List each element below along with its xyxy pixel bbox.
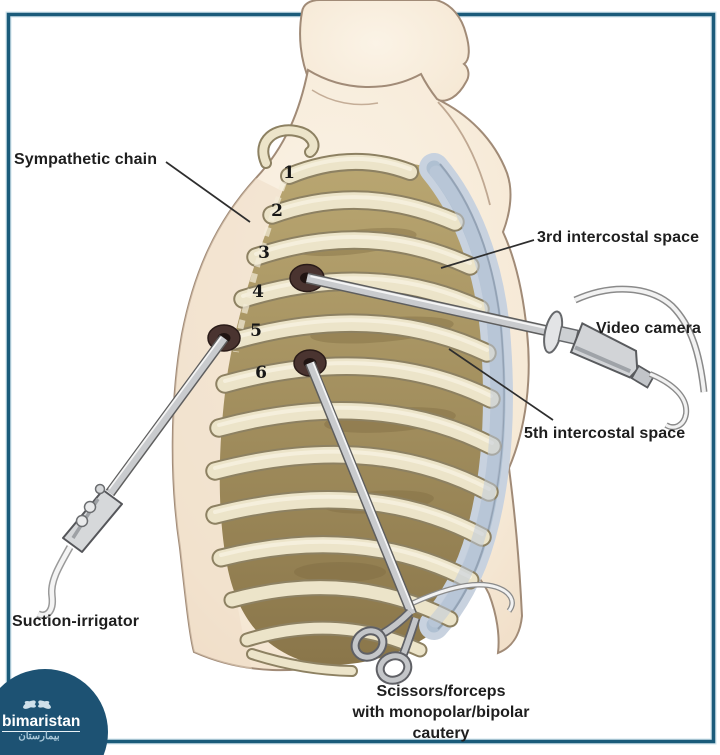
label-video-camera: Video camera — [596, 320, 701, 337]
label-scissors-forceps: Scissors/forceps with monopolar/bipolar … — [341, 682, 541, 744]
label-3rd-intercostal-space: 3rd intercostal space — [537, 229, 700, 246]
suction-irrigator-instrument — [36, 334, 229, 619]
rib-number-labels: 1 2 3 4 5 6 — [250, 163, 295, 383]
rib-number-3: 3 — [258, 243, 270, 263]
cartilage-overlay — [428, 165, 504, 628]
label-5th-intercostal-space: 5th intercostal space — [524, 425, 686, 442]
leader-sympathetic-chain — [165, 161, 251, 223]
logo-badge — [0, 669, 108, 755]
scissors-forceps-instrument — [305, 361, 515, 685]
rib-number-6: 6 — [255, 363, 267, 383]
leader-5th-intercostal — [448, 348, 554, 421]
sympathetic-chain — [233, 180, 287, 353]
rib-cage — [205, 124, 502, 677]
rib-number-5: 5 — [250, 321, 262, 341]
neck-contour — [311, 89, 379, 106]
label-scissors-line2: with monopolar/bipolar — [352, 703, 530, 721]
leader-3rd-intercostal — [440, 239, 535, 269]
rib-number-2: 2 — [271, 201, 283, 221]
label-suction-irrigator: Suction-irrigator — [12, 613, 140, 630]
video-camera-instrument — [305, 272, 708, 431]
logo-brand-arabic: بيمارستان — [18, 731, 60, 742]
label-scissors-line1: Scissors/forceps — [376, 683, 506, 700]
leader-lines — [165, 161, 554, 421]
label-sympathetic-chain: Sympathetic chain — [14, 151, 158, 168]
back-shading — [172, 178, 292, 669]
rib-number-4: 4 — [252, 282, 264, 302]
butterfly-icon — [23, 700, 51, 709]
shoulder-contour — [437, 101, 491, 206]
logo-brand-name: bimaristan — [2, 713, 81, 732]
rib-number-1: 1 — [283, 163, 295, 183]
label-scissors-line3: cautery — [412, 724, 470, 742]
